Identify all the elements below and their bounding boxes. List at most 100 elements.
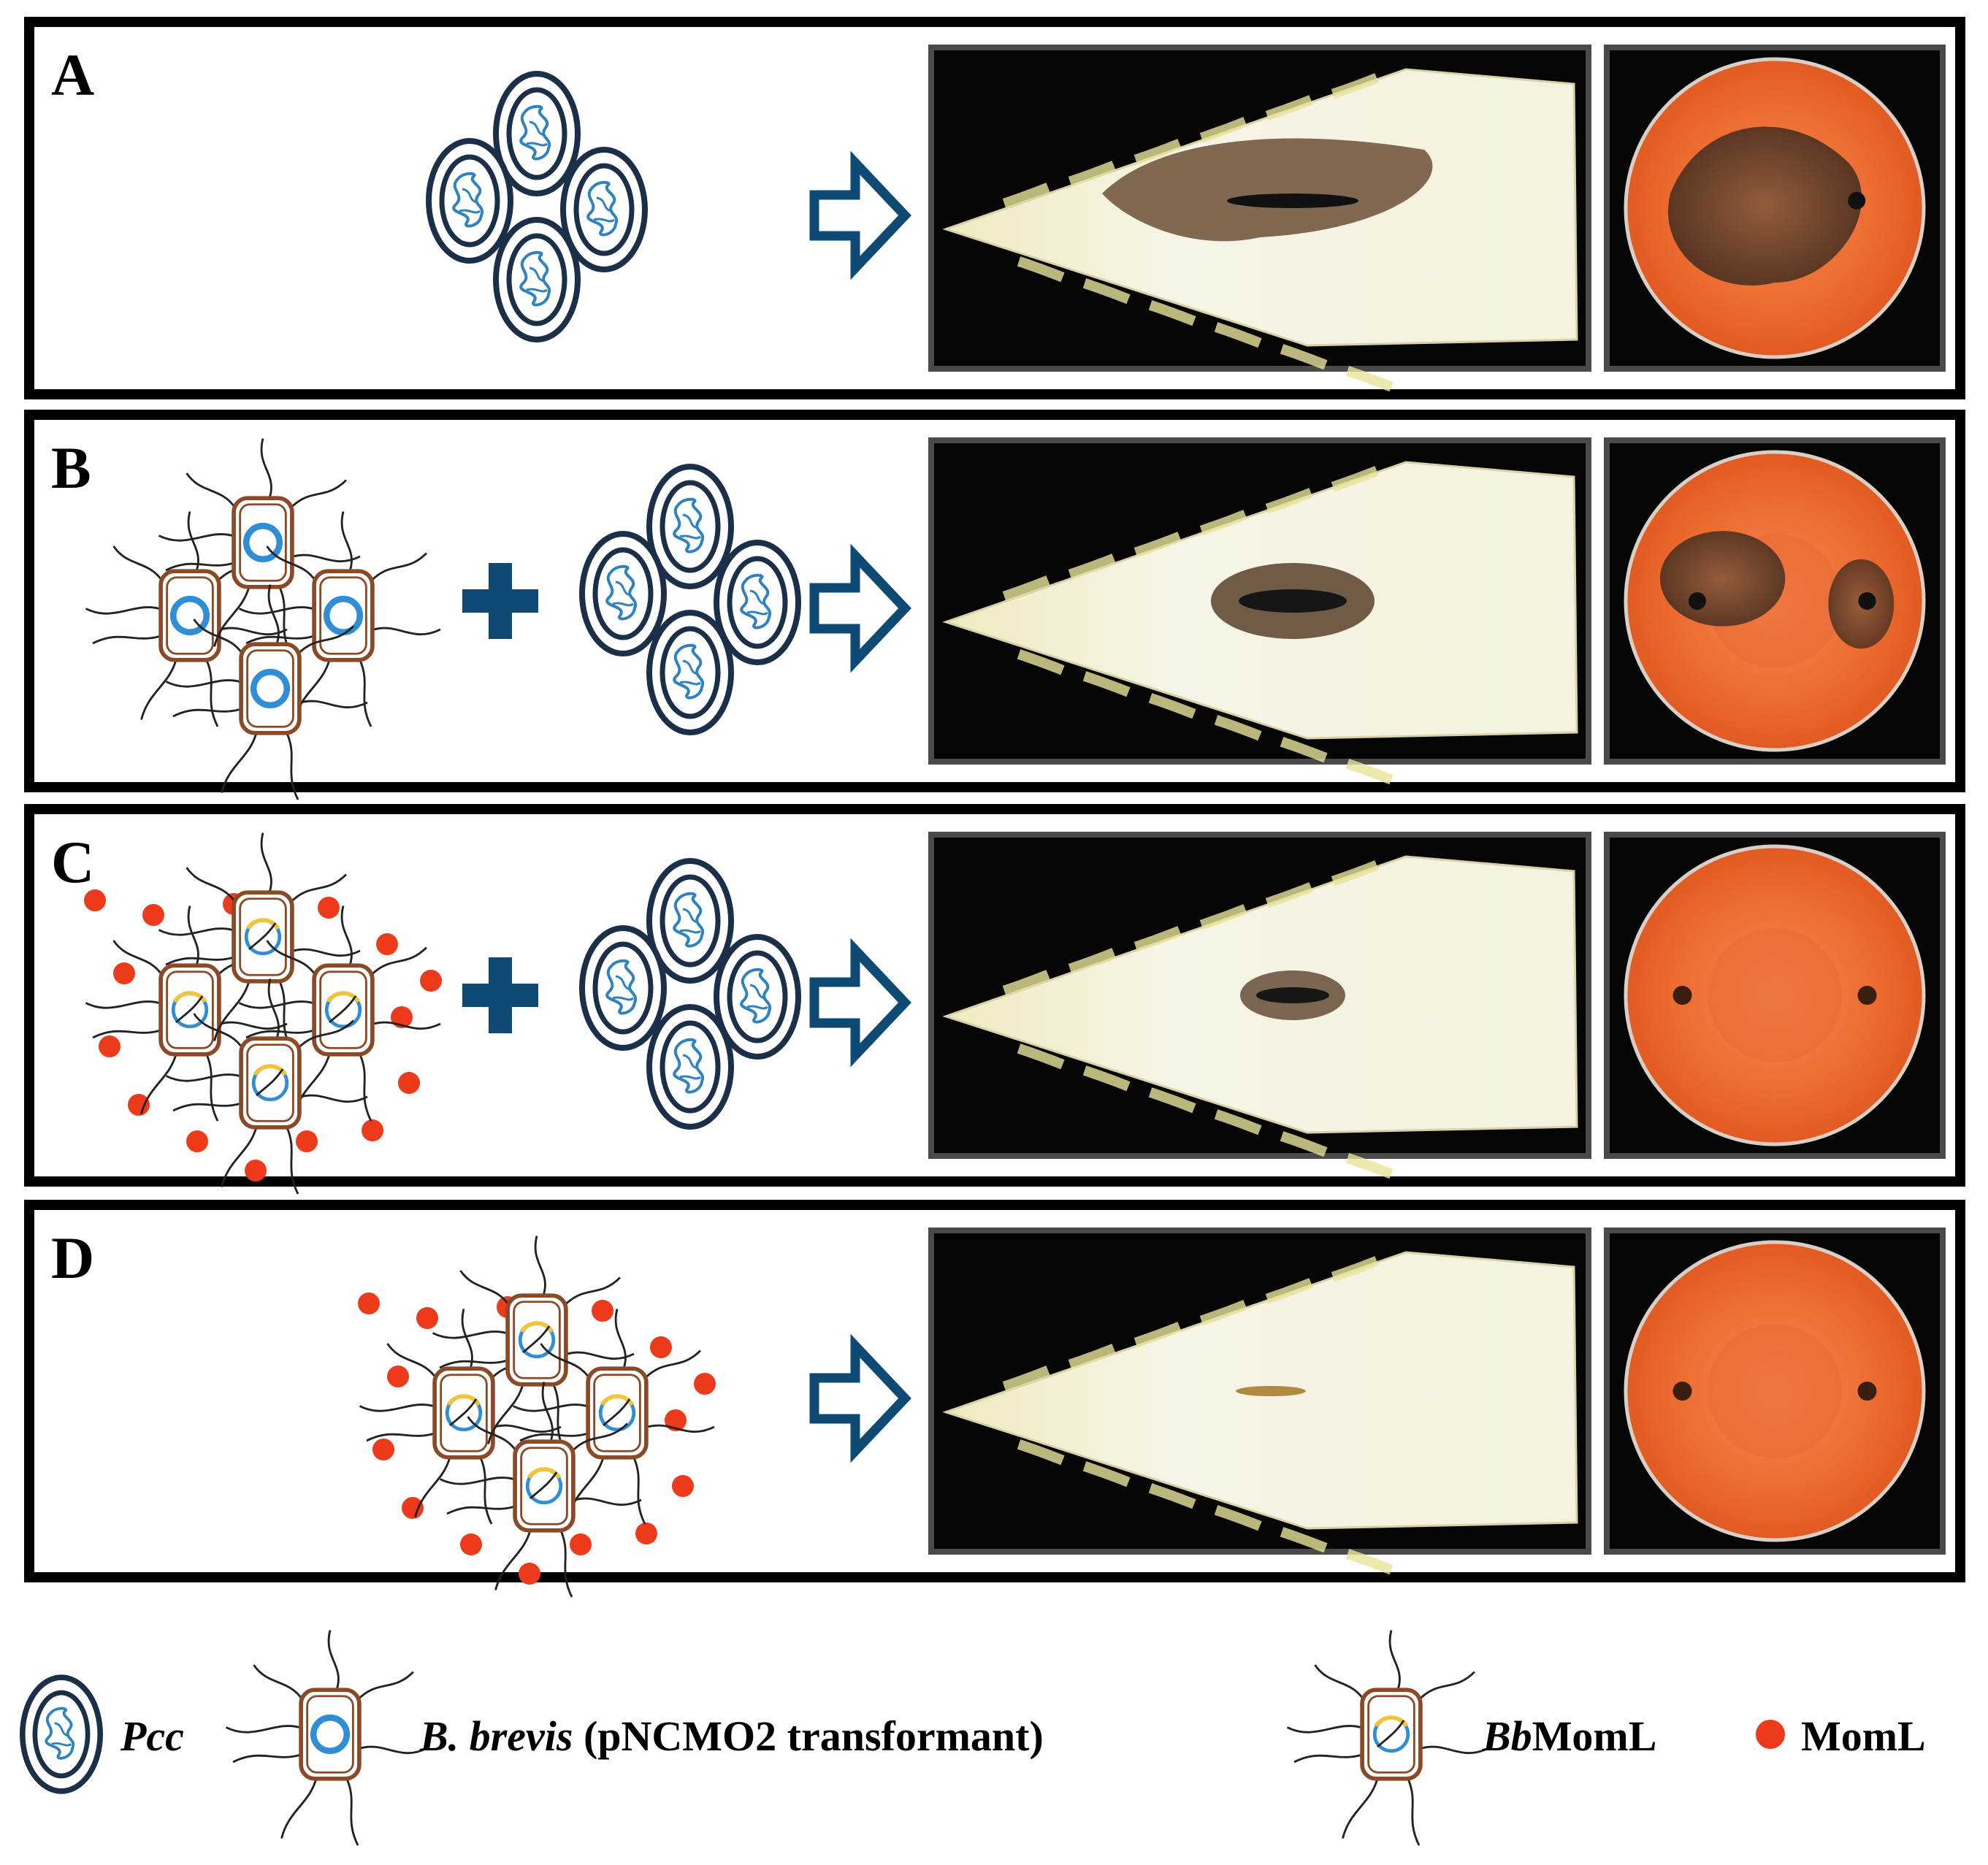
process-arrow xyxy=(809,938,911,1068)
leaf-ruffle xyxy=(1148,1087,1196,1114)
flagellum xyxy=(300,1094,368,1103)
flagellum xyxy=(647,1424,715,1433)
flagellum xyxy=(289,479,348,509)
arrow-shape xyxy=(809,1333,911,1463)
carrot-photo xyxy=(1604,45,1946,372)
legend-pcc-label: Pcc xyxy=(120,1712,184,1760)
flagellum xyxy=(289,873,348,903)
leaf-ruffle xyxy=(1199,510,1247,536)
flagellum xyxy=(359,1403,434,1412)
leaf-ruffle xyxy=(1068,1344,1116,1370)
flagellum xyxy=(112,940,164,976)
leaf-ruffle xyxy=(1199,1300,1247,1326)
inoculation-hole xyxy=(1858,592,1876,610)
cabbage-photo xyxy=(928,832,1591,1179)
panel-d: D xyxy=(24,1200,1965,1598)
flagellum xyxy=(253,1664,304,1701)
inoculation-hole xyxy=(1672,1382,1692,1401)
pcc-nucleoid xyxy=(519,104,551,161)
leaf-ruffle xyxy=(1002,1366,1050,1392)
cell-membrane xyxy=(246,1043,294,1122)
panel-label: D xyxy=(51,1225,94,1291)
moml-gene-arc xyxy=(245,918,280,930)
flagellum xyxy=(172,708,240,718)
pcc-nucleoid-detail xyxy=(679,1054,701,1080)
pcc-nucleoid-detail xyxy=(51,1722,72,1747)
pcc-nucleoid-detail xyxy=(593,196,615,223)
leaf-ruffle xyxy=(1280,1131,1328,1157)
cabbage-photo xyxy=(928,437,1591,785)
moml-gene-arc xyxy=(600,1394,635,1406)
pcc-inner-ring xyxy=(592,941,654,1035)
flagellum xyxy=(340,905,353,965)
flagellum xyxy=(85,606,160,615)
moml-dot xyxy=(186,1130,208,1152)
flagellum xyxy=(614,1309,627,1368)
plasmid-ring xyxy=(242,522,283,563)
flagellum xyxy=(643,1349,702,1379)
flagellum xyxy=(260,832,272,892)
moml-dot xyxy=(387,1366,409,1387)
carrot-core xyxy=(1708,1324,1842,1458)
pcc-inner-ring xyxy=(660,626,721,719)
cell-membrane xyxy=(593,1374,641,1452)
pcc-inner-ring xyxy=(592,547,654,640)
leaf-ruffle xyxy=(1345,1153,1393,1179)
flagellum xyxy=(221,732,258,793)
cell-wall xyxy=(299,1688,362,1781)
wound-slit xyxy=(1256,987,1329,1003)
moml-dot xyxy=(296,1130,318,1152)
moml-dot xyxy=(460,1533,482,1555)
flagellum xyxy=(530,1471,558,1500)
pcc-nucleoid xyxy=(605,959,638,1015)
flagellum xyxy=(370,552,428,582)
flagellum xyxy=(248,922,277,951)
flagellum xyxy=(632,1457,646,1525)
bbrevis-cell xyxy=(238,511,441,727)
flagellum xyxy=(85,1000,160,1009)
leaf-ruffle xyxy=(1265,95,1313,121)
pcc-inner-ring xyxy=(573,163,635,256)
cell-membrane xyxy=(239,897,287,976)
moml-dot xyxy=(113,962,135,984)
pcc-nucleoid-detail xyxy=(526,267,548,293)
pcc-nucleoid xyxy=(740,573,772,629)
leaf-ruffle xyxy=(1331,860,1379,886)
pcc-inner-ring xyxy=(32,1690,91,1779)
flagellum xyxy=(266,940,317,976)
cell-membrane xyxy=(246,649,294,728)
panel-label: A xyxy=(51,42,94,108)
plasmid-ring xyxy=(250,668,291,709)
pcc-nucleoid-detail xyxy=(612,581,634,607)
moml-dot xyxy=(402,1497,424,1519)
flagellum xyxy=(238,606,313,615)
flagellum xyxy=(366,1433,434,1442)
flagellum xyxy=(373,627,441,636)
moml-dot xyxy=(318,897,340,919)
leaf-ruffle xyxy=(1068,554,1116,580)
process-arrow xyxy=(809,543,911,673)
moml-dot xyxy=(635,1523,657,1544)
flagellum xyxy=(570,1422,629,1452)
leaf-ruffle xyxy=(1345,1549,1393,1575)
cell-membrane xyxy=(513,1301,561,1379)
leaf-ruffle xyxy=(1280,1527,1328,1553)
pcc-nucleoid xyxy=(605,564,638,621)
leaf-ruffle xyxy=(1331,73,1379,99)
cell-membrane xyxy=(520,1447,568,1525)
leaf-ruffle xyxy=(1082,671,1131,697)
pcc-nucleoid-detail xyxy=(679,513,701,540)
legend-bbrevis-label: B. brevis (pNCMO2 transformant) xyxy=(419,1712,1044,1760)
leaf-ruffle xyxy=(1002,183,1050,209)
flagellum xyxy=(345,1778,359,1846)
pcc-inner-ring xyxy=(439,154,500,248)
leaf-ruffle xyxy=(1280,344,1328,370)
moml-dot xyxy=(128,1094,150,1116)
pcc-inner-ring xyxy=(506,87,567,180)
leaf-ruffle xyxy=(1345,759,1393,785)
leaf-ruffle xyxy=(1345,366,1393,392)
pcc-cell xyxy=(714,540,801,665)
pcc-nucleoid-detail xyxy=(526,120,548,147)
leaf-ruffle xyxy=(1265,882,1313,908)
